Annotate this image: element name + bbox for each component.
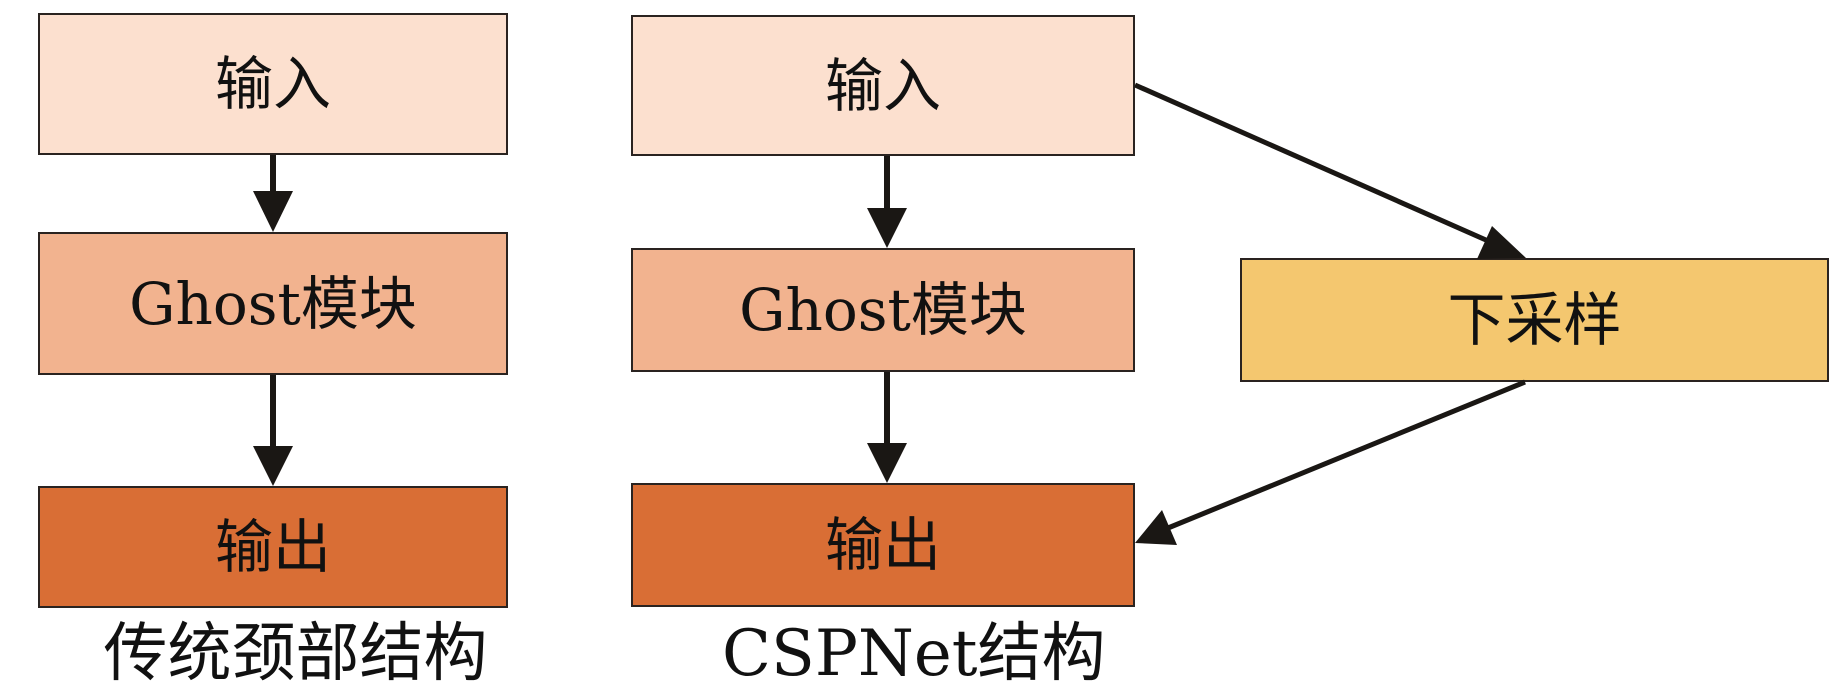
right-output-node: 输出 bbox=[631, 483, 1135, 607]
left-output-label: 输出 bbox=[214, 513, 331, 581]
arrow-downsample-to-output bbox=[1135, 379, 1526, 545]
right-ghost-module-node: Ghost模块 bbox=[631, 248, 1135, 372]
left-input-node: 输入 bbox=[38, 13, 508, 155]
right-caption: CSPNet结构 bbox=[722, 617, 1106, 691]
right-input-label: 输入 bbox=[824, 51, 941, 120]
right-output-label: 输出 bbox=[824, 511, 941, 579]
left-ghost-label: Ghost模块 bbox=[129, 269, 417, 338]
downsample-node: 下采样 bbox=[1240, 258, 1829, 382]
left-output-node: 输出 bbox=[38, 486, 508, 608]
arrow-input-to-downsample bbox=[1133, 82, 1526, 259]
right-ghost-label: Ghost模块 bbox=[739, 276, 1027, 344]
right-input-node: 输入 bbox=[631, 15, 1135, 156]
downsample-label: 下采样 bbox=[1447, 286, 1622, 354]
arrow-right-ghost-to-output bbox=[867, 372, 907, 483]
left-caption: 传统颈部结构 bbox=[103, 617, 488, 691]
left-input-label: 输入 bbox=[214, 50, 331, 118]
arrow-right-input-to-ghost bbox=[867, 156, 907, 248]
arrow-left-input-to-ghost bbox=[253, 155, 293, 232]
arrow-group bbox=[253, 82, 1526, 545]
arrow-left-ghost-to-output bbox=[253, 375, 293, 486]
left-ghost-module-node: Ghost模块 bbox=[38, 232, 508, 375]
